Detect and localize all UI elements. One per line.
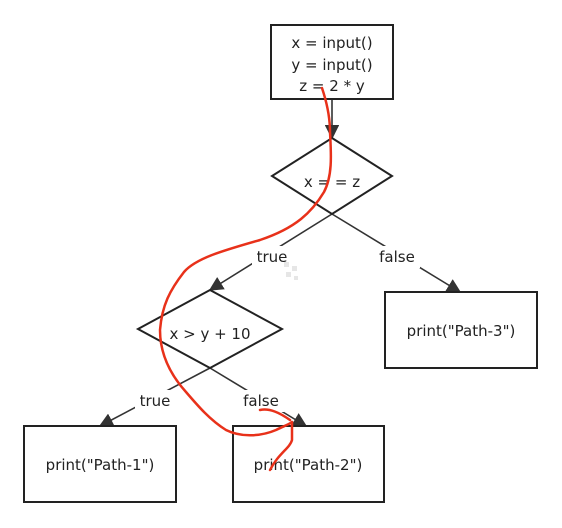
- label-d2-true-text: true: [140, 392, 171, 410]
- highlighted-execution-path: [158, 86, 333, 472]
- highlighted-path-tick: [258, 408, 292, 422]
- label-d1-false: false: [374, 246, 420, 268]
- start-line-3: z = 2 * y: [299, 77, 365, 95]
- label-d2-true: true: [135, 390, 175, 412]
- label-d2-false-text: false: [243, 392, 279, 410]
- pixel-artifact: [284, 262, 298, 280]
- label-d2-false: false: [238, 390, 284, 412]
- decision-2-text: x > y + 10: [169, 325, 250, 343]
- decision-1-text: x = = z: [304, 173, 360, 191]
- label-d1-false-text: false: [379, 248, 415, 266]
- output-path-1-text: print("Path-1"): [46, 456, 155, 474]
- output-path-1: print("Path-1"): [23, 425, 177, 503]
- start-line-1: x = input(): [291, 34, 372, 52]
- decision-1: x = = z: [270, 136, 394, 216]
- label-d1-true-text: true: [257, 248, 288, 266]
- start-line-2: y = input(): [291, 56, 372, 74]
- output-path-3-text: print("Path-3"): [407, 322, 516, 340]
- output-path-2-text: print("Path-2"): [254, 456, 363, 474]
- label-d1-true: true: [252, 246, 292, 268]
- start-node: x = input() y = input() z = 2 * y: [270, 24, 394, 100]
- output-path-2: print("Path-2"): [232, 425, 385, 503]
- output-path-3: print("Path-3"): [384, 291, 538, 369]
